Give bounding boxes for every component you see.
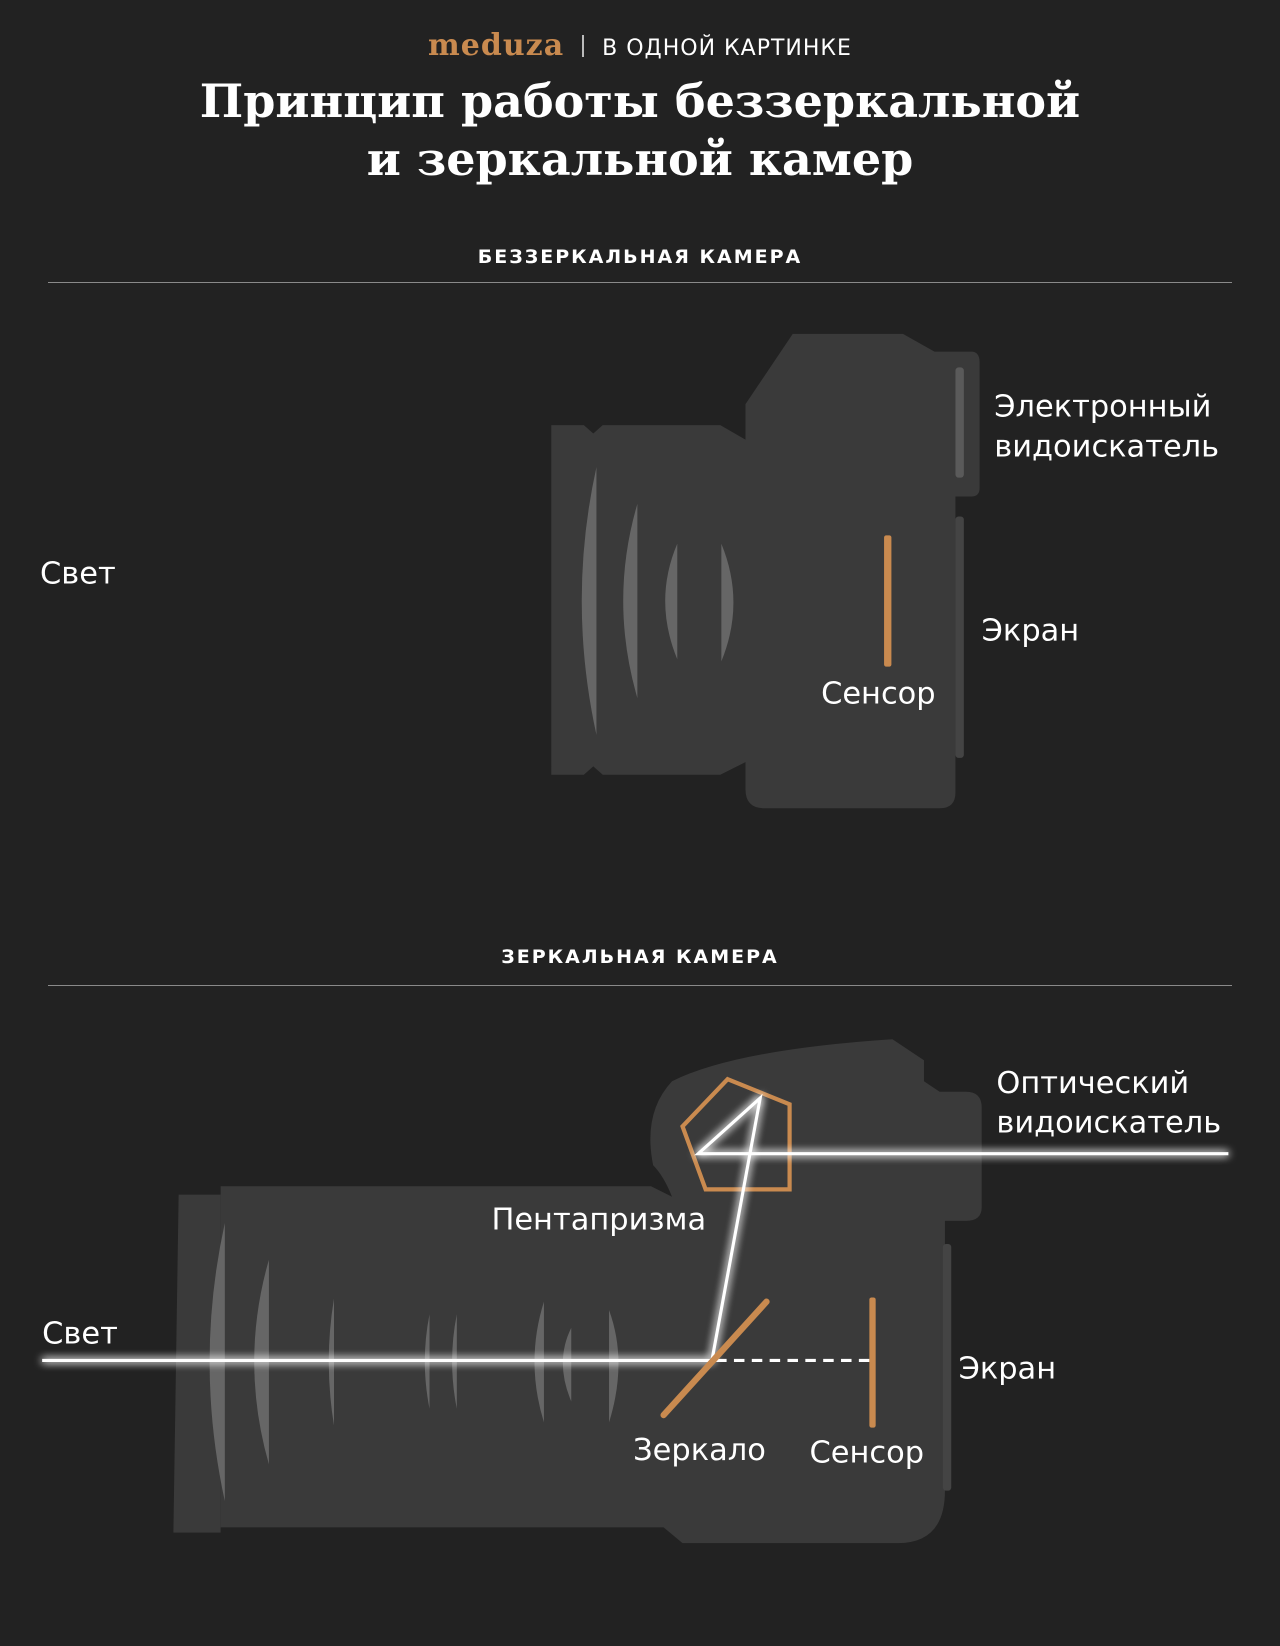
dslr-heading: ЗЕРКАЛЬНАЯ КАМЕРА bbox=[501, 946, 779, 968]
divider bbox=[582, 35, 585, 57]
screen bbox=[942, 1243, 952, 1491]
divider bbox=[48, 985, 1232, 986]
screen-label: Экран bbox=[959, 1351, 1057, 1386]
mirror-label: Зеркало bbox=[633, 1433, 766, 1468]
page-title: Принцип работы беззеркальной и зеркально… bbox=[0, 72, 1280, 188]
light-label: Свет bbox=[42, 1317, 118, 1352]
kicker: В ОДНОЙ КАРТИНКЕ bbox=[602, 36, 852, 61]
sensor-label: Сенсор bbox=[810, 1435, 925, 1470]
viewfinder-label: Оптический bbox=[996, 1066, 1189, 1101]
header: meduza В ОДНОЙ КАРТИНКЕ bbox=[0, 28, 1280, 63]
camera-body bbox=[745, 333, 980, 809]
title-line-1: Принцип работы беззеркальной bbox=[199, 74, 1081, 128]
meduza-logo[interactable]: meduza bbox=[428, 28, 565, 63]
divider bbox=[48, 282, 1232, 283]
lens-barrel bbox=[551, 425, 748, 775]
screen-label: Экран bbox=[982, 613, 1080, 648]
light-label: Свет bbox=[40, 557, 116, 592]
screen bbox=[955, 516, 964, 758]
sensor-label: Сенсор bbox=[821, 676, 936, 711]
pentaprism bbox=[680, 1076, 792, 1192]
mirror bbox=[660, 1298, 770, 1419]
lens-barrel bbox=[173, 1194, 221, 1533]
pentaprism-label: Пентапризма bbox=[491, 1202, 706, 1237]
sensor bbox=[869, 1297, 876, 1428]
sensor bbox=[884, 535, 892, 667]
viewfinder-label: Электронный bbox=[994, 390, 1211, 425]
lens-element bbox=[609, 1310, 619, 1423]
mirrorless-camera: Свет Электронный видоискатель Экран Сенс… bbox=[40, 333, 1219, 809]
lens-element bbox=[562, 1327, 572, 1402]
viewfinder-label: видоискатель bbox=[996, 1106, 1221, 1141]
dslr-camera: Свет Оптический видоискатель Пентапризма… bbox=[42, 1039, 1229, 1544]
light-ray bbox=[42, 1093, 1229, 1363]
viewfinder-label: видоискатель bbox=[994, 430, 1219, 465]
title-line-2: и зеркальной камер bbox=[366, 132, 914, 186]
mirrorless-heading: БЕЗЗЕРКАЛЬНАЯ КАМЕРА bbox=[477, 246, 803, 268]
electronic-viewfinder bbox=[955, 367, 964, 478]
